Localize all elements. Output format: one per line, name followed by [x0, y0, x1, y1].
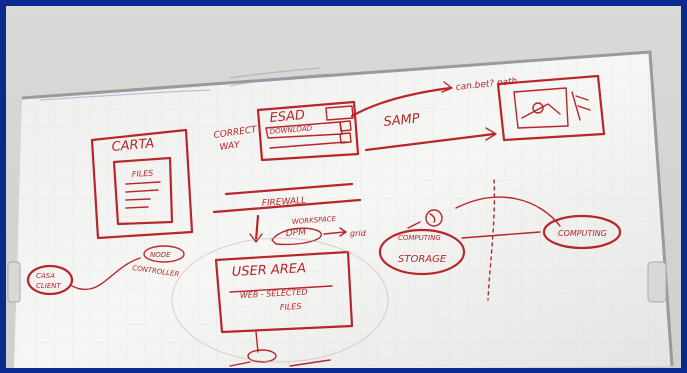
arrow-esad-to-canbeurl [350, 86, 452, 118]
firewall [212, 182, 362, 214]
casa-to-node-link [71, 257, 141, 291]
way-label: WAY [219, 140, 242, 153]
files-label: FILES [132, 169, 154, 179]
grid-label: grid [350, 229, 367, 238]
storage-label: STORAGE [398, 254, 447, 265]
dpm-label: DPM [286, 228, 307, 239]
link-curve [455, 196, 561, 227]
whiteboard [14, 50, 674, 372]
divider-line [487, 179, 496, 301]
computing-left-label: COMPUTING [398, 234, 441, 242]
dpm-loop [271, 227, 323, 246]
esad-box [256, 100, 360, 162]
board-clip-left [7, 261, 21, 303]
user-area-label: USER AREA [231, 261, 306, 280]
viewer-box [496, 74, 606, 142]
carta-box [90, 128, 194, 240]
node-label: NODE [150, 251, 171, 259]
carta-label: CARTA [111, 136, 155, 155]
erased-writing [39, 67, 331, 101]
casa-label: CASA [36, 272, 55, 280]
bottom-scribbles [229, 359, 331, 367]
workspace-label: WORKSPACE [292, 215, 337, 226]
selected-label: WEB - SELECTED [240, 287, 308, 300]
casa-client-oval [26, 264, 74, 296]
computing-node [542, 214, 622, 250]
files-selected-label: FILES [280, 302, 302, 312]
computing-right-label: COMPUTING [558, 229, 607, 238]
node-controller-oval [143, 245, 185, 263]
client-label: CLIENT [36, 282, 62, 290]
esad-label: ESAD [269, 108, 306, 126]
board-clip-right [647, 261, 667, 303]
storage-node [378, 209, 466, 276]
samp-label: SAMP [383, 111, 421, 130]
download-label: DOWNLOAD [269, 124, 313, 136]
faint-circle [171, 237, 389, 363]
samp-arrow [364, 132, 496, 152]
arrow-to-user-area [254, 214, 260, 242]
user-area-box [214, 250, 354, 363]
link-storage-computing [461, 231, 541, 239]
firewall-label: FIREWALL [262, 196, 307, 209]
